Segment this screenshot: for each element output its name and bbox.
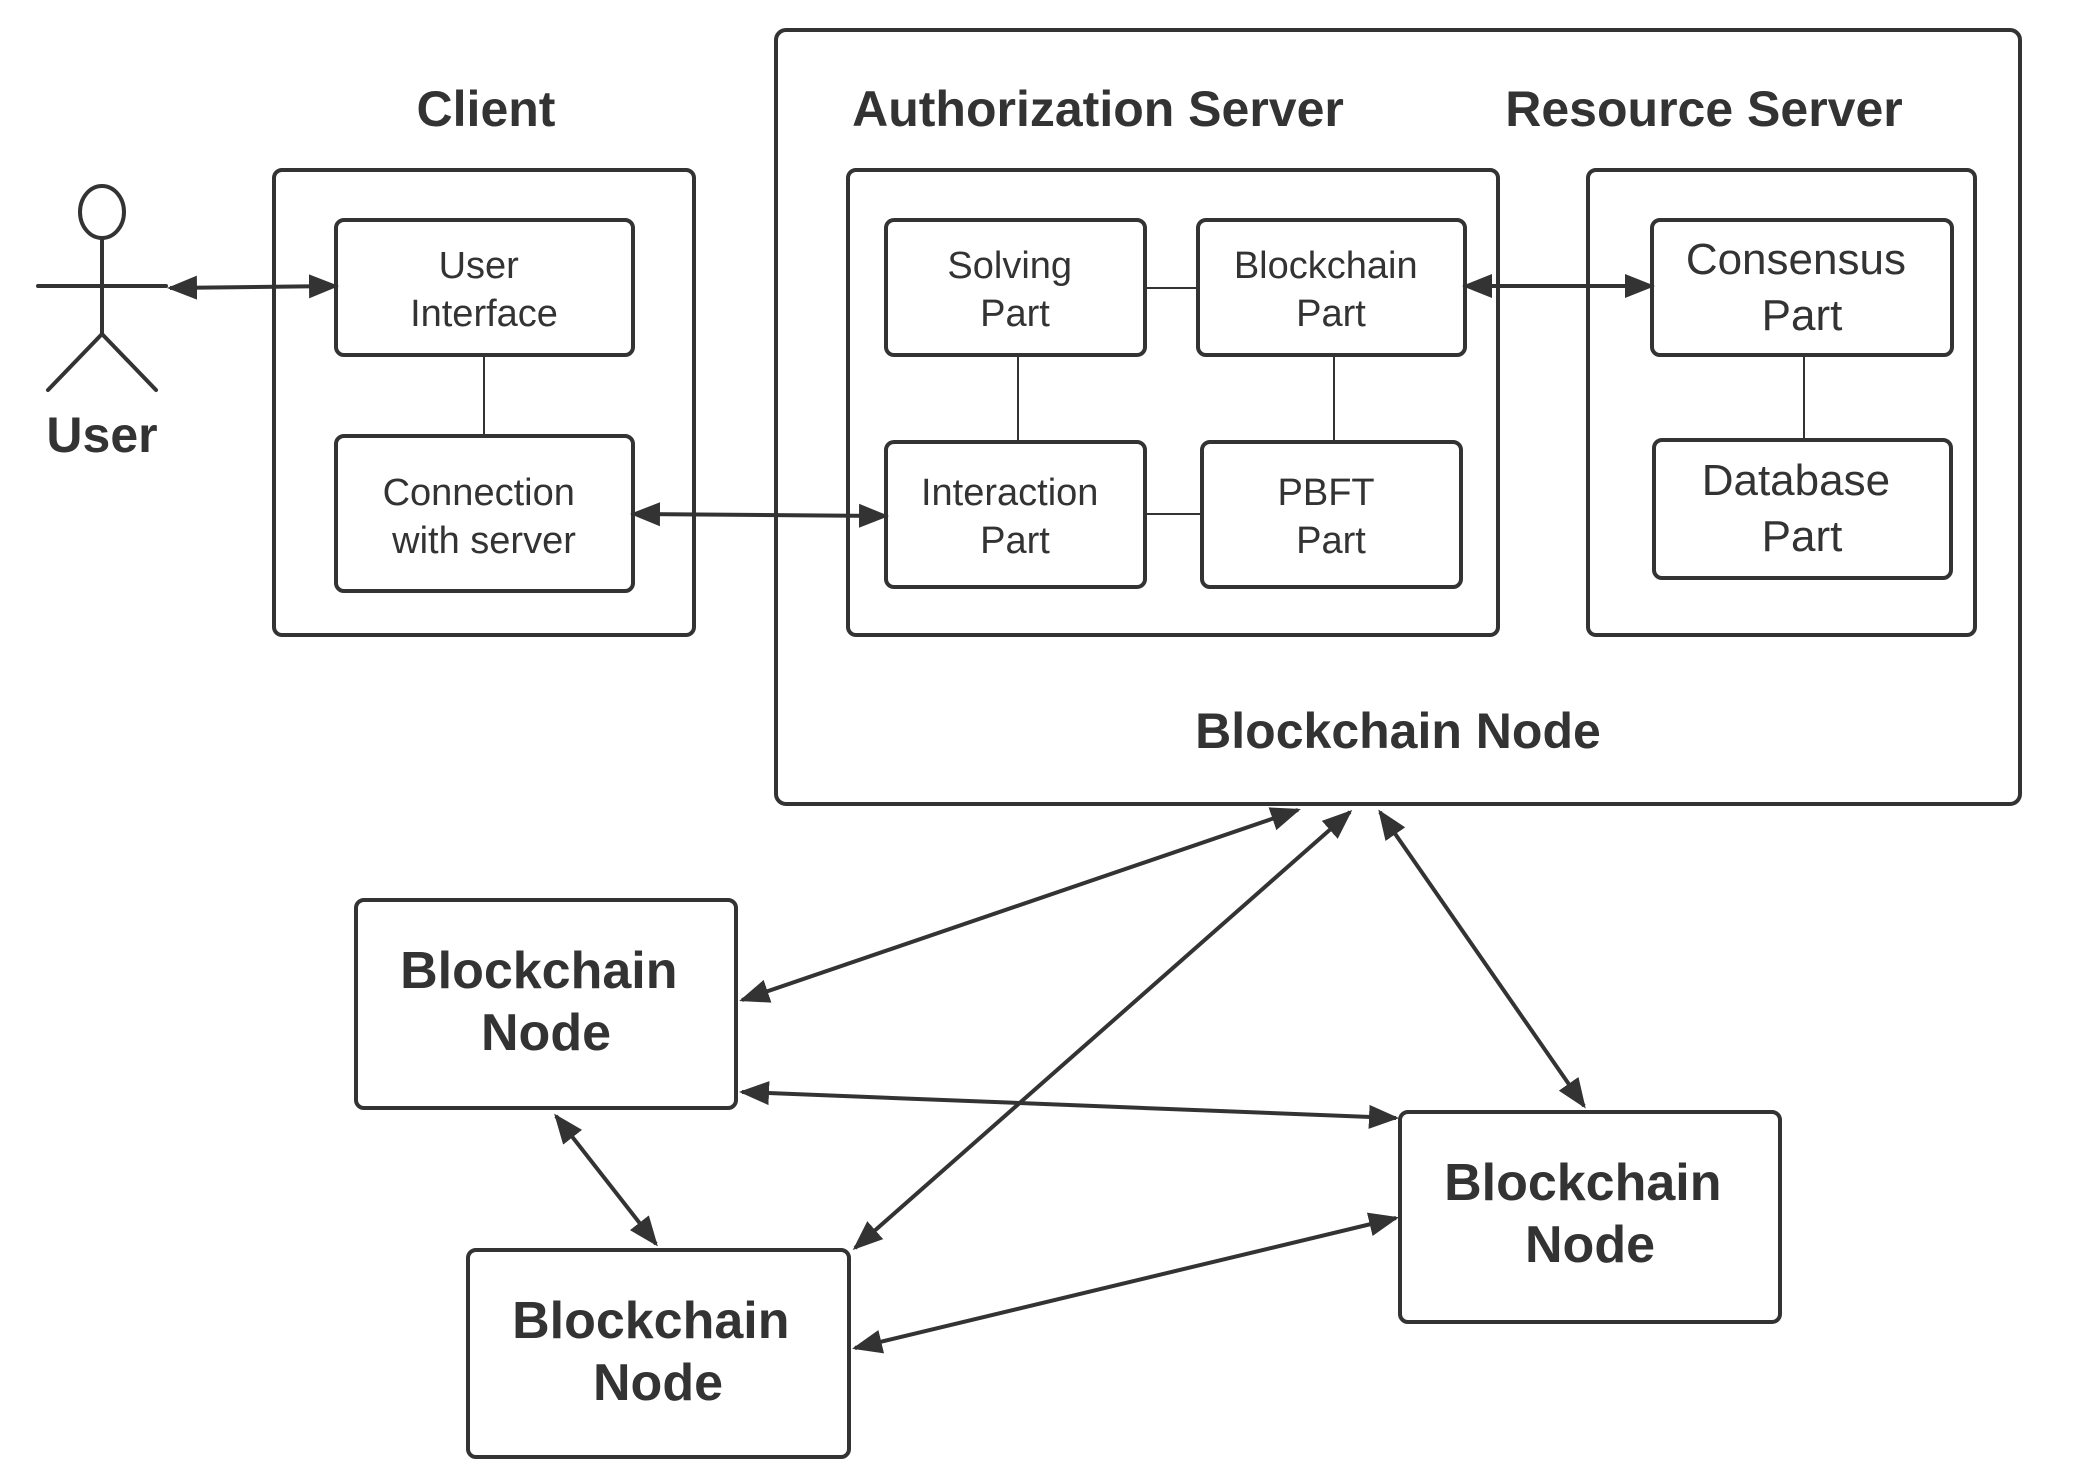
resource-server-title: Resource Server (1505, 81, 1902, 137)
database-part-box (1652, 438, 1953, 580)
peer-node-2-label: Blockchain Node (512, 1292, 804, 1412)
client-title: Client (417, 81, 556, 137)
user-interface-label: User Interface (410, 245, 558, 335)
peer-node-3-box (1398, 1110, 1782, 1324)
main-to-peer3-arrow (1378, 809, 1586, 1109)
authorization-server-title: Authorization Server (852, 81, 1344, 137)
pbft-part-label: PBFT Part (1278, 472, 1385, 562)
main-blockchain-node-label: Blockchain Node (1195, 703, 1601, 759)
peer-node-1-label: Blockchain Node (400, 942, 692, 1062)
user-label: User (46, 407, 157, 463)
client-container (272, 168, 696, 637)
resource-server-container (1586, 168, 1977, 637)
interaction-part-box (884, 440, 1147, 589)
consensus-part-label: Consensus Part (1686, 235, 1918, 340)
main-to-peer2-arrow (852, 810, 1353, 1250)
peer1-to-peer2-arrow (554, 1113, 658, 1247)
peer-node-2-box (466, 1248, 851, 1459)
peer-node-1-box (354, 898, 738, 1110)
main-blockchain-node-container (774, 28, 2022, 806)
main-to-peer1-arrow (739, 807, 1301, 1003)
user-actor-icon (36, 184, 168, 392)
connection-with-server-label: Connection with server (383, 472, 586, 562)
authorization-server-container (846, 168, 1500, 637)
peer1-to-peer3-arrow (739, 1081, 1399, 1129)
pbft-part-box (1200, 440, 1463, 589)
user-interface-arrow (167, 274, 339, 300)
solving-part-label: Solving Part (947, 245, 1082, 335)
database-part-label: Database Part (1702, 456, 1903, 561)
client-authorization-arrow (630, 502, 889, 528)
peer2-to-peer3-arrow (852, 1212, 1399, 1354)
blockchain-part-label: Blockchain Part (1234, 245, 1428, 335)
interaction-part-label: Interaction Part (921, 472, 1109, 562)
peer-node-3-label: Blockchain Node (1444, 1154, 1736, 1274)
